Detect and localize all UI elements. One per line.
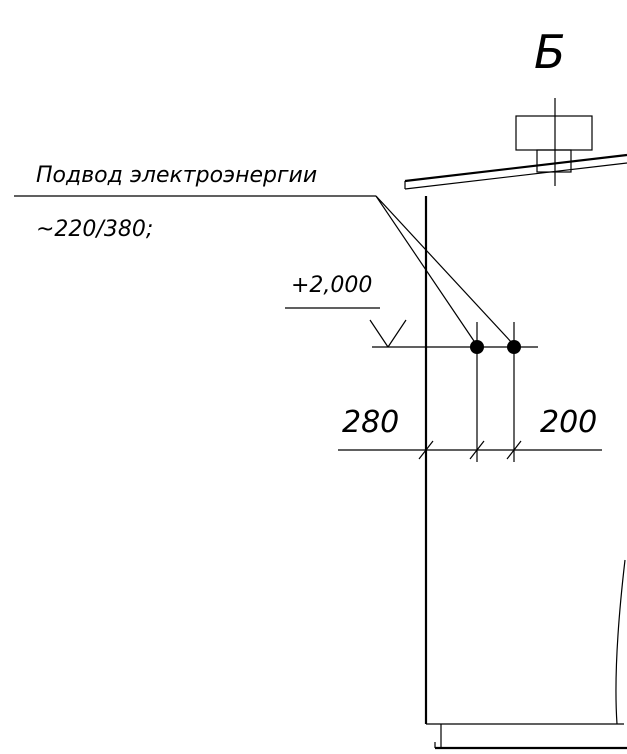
power-callout: Подвод электроэнергии ~220/380;: [14, 163, 514, 345]
callout-line2: ~220/380;: [36, 217, 153, 242]
dimension-chain: 280 200: [338, 405, 602, 460]
power-inlets: [470, 322, 521, 462]
leader-line-2: [375, 195, 514, 345]
elevation-mark: +2,000: [285, 273, 538, 348]
foundation: [434, 724, 627, 750]
dimension-200: 200: [540, 405, 597, 440]
roof-unit: [515, 98, 593, 186]
building-wall: [424, 196, 626, 725]
elevation-label: +2,000: [291, 273, 372, 298]
dimension-280: 280: [342, 405, 399, 440]
leader-line-1: [375, 195, 477, 345]
callout-line1: Подвод электроэнергии: [36, 163, 317, 188]
view-label: Б: [534, 25, 566, 79]
roof-slab: [404, 153, 627, 190]
